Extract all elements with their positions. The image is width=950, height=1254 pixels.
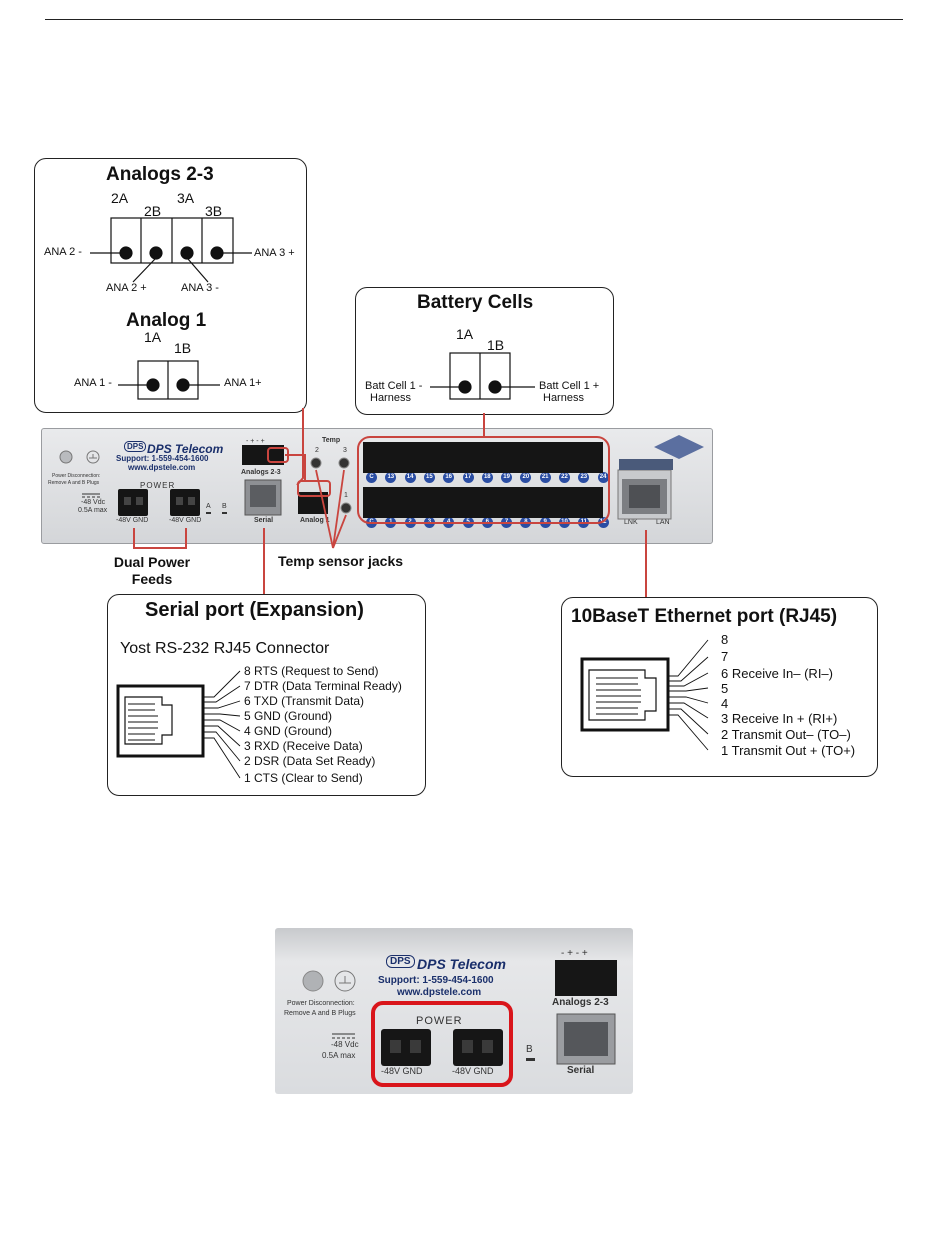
battery-term-top-18: 18	[481, 472, 493, 483]
battery-term-bottom-6: 6	[481, 517, 493, 528]
batt-cell-minus-label: Batt Cell 1 -	[365, 380, 423, 392]
battery-term-top-17: 17	[462, 472, 474, 483]
temp-sensor-jacks-callout: Temp sensor jacks	[278, 553, 404, 569]
photo-voltage-2: 0.5A max	[322, 1051, 356, 1060]
dps-brand: DPS Telecom	[147, 442, 224, 456]
ana-1-minus-label: ANA 1 -	[74, 377, 112, 389]
term-b-label: -48V GND	[169, 517, 202, 524]
battery-1a-label: 1A	[456, 326, 474, 342]
photo-brand: DPS Telecom	[417, 956, 506, 972]
battery-term-top-21: 21	[539, 472, 551, 483]
ana-3-plus-label: ANA 3 +	[254, 247, 295, 259]
serial-title: Serial port (Expansion)	[145, 599, 364, 621]
ethernet-pin-7: 7	[721, 649, 729, 664]
batt-cell-minus-harness: Harness	[370, 392, 411, 404]
rohs-label: RoHS 5/6	[669, 443, 686, 456]
battery-term-top-14: 14	[404, 472, 416, 483]
analog-1b-label: 1B	[174, 340, 192, 356]
battery-term-bottom-c: C	[366, 517, 377, 528]
lan-label: LAN	[656, 519, 670, 526]
battery-term-top-15: 15	[423, 472, 435, 483]
temp-panel-label: Temp	[322, 437, 341, 444]
battery-term-bottom-5: 5	[462, 517, 474, 528]
analog-3a-label: 3A	[177, 190, 195, 206]
battery-cells-title: Battery Cells	[417, 292, 534, 313]
serial-pin-5: 5 GND (Ground)	[244, 709, 333, 723]
serial-pin-6: 6 TXD (Transmit Data)	[244, 694, 365, 708]
temp-1-label: 1	[344, 492, 348, 499]
ethernet-pin-4: 4	[721, 696, 729, 711]
battery-1b-label: 1B	[487, 337, 505, 353]
ethernet-pin-5: 5	[721, 681, 729, 696]
battery-term-top-24: 24	[597, 472, 609, 483]
analog-2a-label: 2A	[111, 190, 129, 206]
photo-voltage-1: -48 Vdc	[331, 1040, 359, 1049]
battery-term-bottom-3: 3	[423, 517, 435, 528]
ethernet-pin-6: 6 Receive In– (RI–)	[721, 666, 833, 681]
ethernet-pin-1: 1 Transmit Out + (TO+)	[721, 743, 856, 758]
analog-2b-label: 2B	[144, 203, 162, 219]
support-phone: Support: 1-559-454-1600	[116, 454, 209, 463]
battery-term-bottom-10: 10	[559, 517, 570, 528]
photo-power-note-1: Power Disconnection:	[287, 1000, 355, 1007]
analogs-2-3-title: Analogs 2-3	[106, 164, 214, 185]
photo-support: Support: 1-559-454-1600	[378, 975, 494, 986]
photo-website: www.dpstele.com	[397, 987, 482, 998]
serial-pin-4: 4 GND (Ground)	[244, 724, 333, 738]
serial-pin-3: 3 RXD (Receive Data)	[244, 739, 363, 753]
website: www.dpstele.com	[128, 463, 196, 472]
photo-power-label: POWER	[416, 1015, 463, 1027]
photo-term-a: -48V GND	[381, 1066, 423, 1076]
ethernet-panel-label: 10 BaseT	[631, 464, 662, 471]
battery-term-bottom-2: 2	[404, 517, 416, 528]
analog-1-title: Analog 1	[126, 310, 207, 331]
led-a-label: A	[206, 503, 211, 510]
dps-logo: DPS	[124, 441, 147, 452]
ethernet-pin-8: 8	[721, 632, 729, 647]
dual-power-feeds-callout: Dual Power Feeds	[113, 554, 191, 587]
ethernet-title: 10BaseT Ethernet port (RJ45)	[571, 606, 838, 627]
battery-term-top-22: 22	[559, 472, 570, 483]
analog1-panel-label: Analog 1	[300, 517, 330, 524]
serial-pin-8: 8 RTS (Request to Send)	[244, 664, 379, 678]
battery-term-top-c: C	[366, 472, 377, 483]
analogs-callout-box	[34, 158, 307, 413]
analogs-panel-label: Analogs 2-3	[241, 469, 281, 476]
power-note-1: Power Disconnection:	[52, 473, 101, 479]
batt-cell-plus-harness: Harness	[543, 392, 584, 404]
serial-pin-2: 2 DSR (Data Set Ready)	[244, 754, 376, 768]
battery-term-bottom-9: 9	[539, 517, 551, 528]
ana-2-plus-label: ANA 2 +	[106, 282, 147, 294]
serial-pin-7: 7 DTR (Data Terminal Ready)	[244, 679, 402, 693]
temp-2-label: 2	[315, 447, 319, 454]
photo-power-note-2: Remove A and B Plugs	[284, 1010, 356, 1017]
voltage-2: 0.5A max	[78, 507, 108, 514]
serial-panel-label: Serial	[254, 517, 274, 524]
ethernet-pin-2: 2 Transmit Out– (TO–)	[721, 727, 851, 742]
power-note-2: Remove A and B Plugs	[48, 480, 100, 486]
ana-3-minus-label: ANA 3 -	[181, 282, 219, 294]
batt-cell-plus-label: Batt Cell 1 +	[539, 380, 600, 392]
term-a-label: -48V GND	[116, 517, 149, 524]
analog-3b-label: 3B	[205, 203, 223, 219]
top-rule	[45, 19, 903, 20]
battery-term-bottom-12: 12	[597, 517, 609, 528]
led-b-label: B	[222, 503, 227, 510]
power-label: POWER	[140, 481, 176, 490]
ana-1-plus-label: ANA 1+	[224, 377, 262, 389]
lnk-label: LNK	[624, 519, 638, 526]
photo-term-b: -48V GND	[452, 1066, 494, 1076]
analog-1a-label: 1A	[144, 329, 162, 345]
ana-2-minus-label: ANA 2 -	[44, 246, 82, 258]
photo-serial-label: Serial	[567, 1065, 595, 1076]
ethernet-pin-3: 3 Receive In + (RI+)	[721, 711, 838, 726]
serial-pin-1: 1 CTS (Clear to Send)	[244, 771, 363, 785]
serial-subtitle: Yost RS-232 RJ45 Connector	[120, 640, 330, 657]
photo-analogs-label: Analogs 2-3	[552, 997, 609, 1008]
temp-3-label: 3	[343, 447, 347, 454]
voltage-1: -48 Vdc	[81, 499, 106, 506]
photo-logo: DPS	[386, 955, 415, 968]
photo-led-b: B	[526, 1044, 533, 1055]
